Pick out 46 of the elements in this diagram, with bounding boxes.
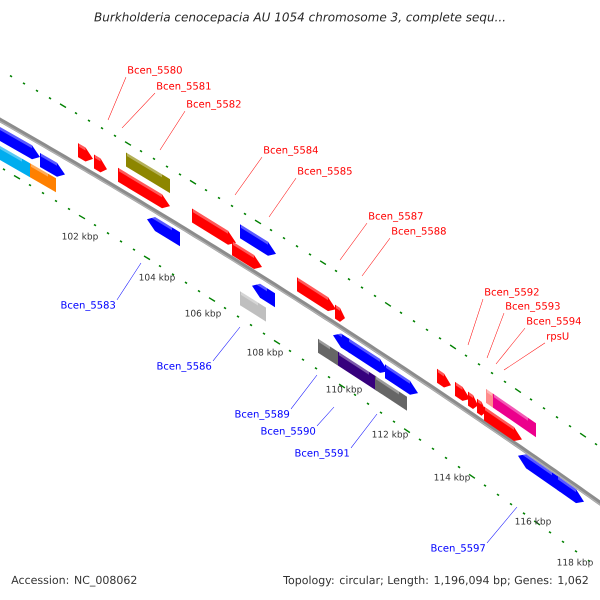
leader-line bbox=[116, 262, 142, 300]
leader-line bbox=[268, 178, 296, 218]
gene-label: Bcen_5590 bbox=[262, 427, 316, 437]
gene-label: Bcen_5585 bbox=[298, 167, 352, 177]
leader-line bbox=[122, 92, 156, 128]
scale-label: 108 kbp bbox=[248, 348, 283, 358]
title: Burkholderia cenocepacia AU 1054 chromosome 3, complete sequ... bbox=[94, 12, 504, 24]
gene-label: Bcen_5584 bbox=[264, 146, 318, 156]
scale-label: 114 kbp bbox=[434, 474, 470, 482]
scale-label: 104 kbp bbox=[140, 274, 175, 282]
gene-label: rpsU bbox=[547, 332, 568, 342]
leader-line bbox=[350, 414, 378, 448]
gene-label: Bcen_5582 bbox=[187, 100, 240, 110]
scale-label: 112 kbp bbox=[372, 430, 408, 440]
leader-line bbox=[316, 406, 334, 426]
scale-label: 102 kbp bbox=[62, 232, 98, 242]
gene-label: Bcen_5592 bbox=[485, 288, 538, 298]
gene-label: Bcen_5583 bbox=[62, 301, 115, 311]
footer-text: Accession: NC_008062 bbox=[11, 576, 136, 586]
leader-line bbox=[486, 506, 518, 544]
leader-line bbox=[486, 312, 504, 358]
gene-label: Bcen_5597 bbox=[432, 544, 485, 554]
gene-label: Bcen_5587 bbox=[369, 212, 423, 222]
leader-line bbox=[160, 110, 186, 150]
leader-line bbox=[108, 76, 126, 120]
leader-line bbox=[340, 222, 368, 260]
gene-label: Bcen_5594 bbox=[527, 317, 581, 327]
scale-label: 110 kbp bbox=[326, 386, 362, 394]
footer-text: Topology: circular; Length: 1,196,094 bp; Genes: 1,062 bbox=[283, 576, 588, 586]
gene-label: Bcen_5580 bbox=[128, 66, 182, 76]
scale-label: 118 kbp bbox=[558, 558, 593, 568]
leader-line bbox=[212, 326, 240, 362]
gene-label: Bcen_5588 bbox=[392, 227, 446, 237]
gene-label: Bcen_5589 bbox=[236, 410, 290, 420]
scale-label: 116 kbp bbox=[516, 518, 551, 526]
gene-label: Bcen_5586 bbox=[158, 362, 212, 372]
leader-line bbox=[362, 238, 390, 276]
gene-label: Bcen_5591 bbox=[296, 449, 349, 459]
leader-line bbox=[504, 342, 546, 370]
scale-label: 106 kbp bbox=[186, 310, 221, 318]
leader-line bbox=[496, 328, 526, 364]
gene-label: Bcen_5593 bbox=[506, 302, 560, 312]
leader-line bbox=[234, 156, 262, 196]
gene-label: Bcen_5581 bbox=[157, 82, 211, 92]
leader-line bbox=[468, 298, 484, 346]
leader-line bbox=[290, 374, 318, 410]
